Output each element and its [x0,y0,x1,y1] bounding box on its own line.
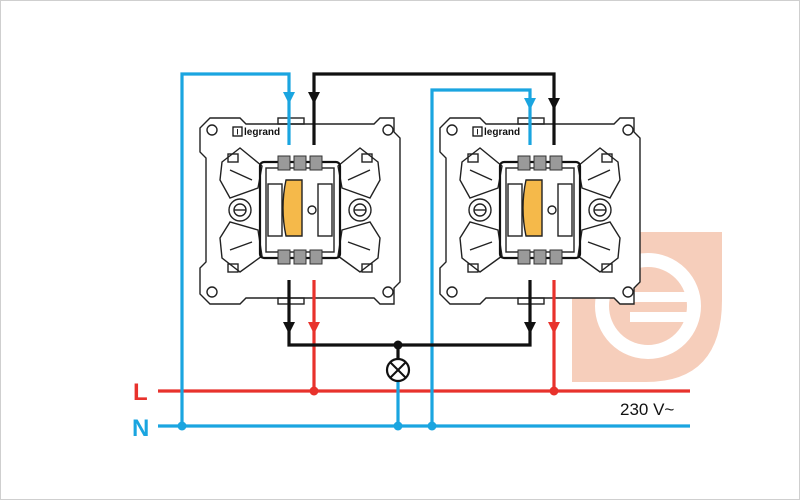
switch-left [198,116,402,306]
neutral-wires [158,72,690,431]
neutral-label: N [132,415,149,442]
switch-right [438,116,642,306]
brand-label-right: legrand [484,127,520,138]
brand-label-left: legrand [244,127,280,138]
brand-logo-right: l legrand [472,126,520,138]
phase-label: L [133,379,148,406]
lamp-icon [385,357,411,383]
brand-logo-left: l legrand [232,126,280,138]
traveller-wires [283,72,560,358]
svg-text:l: l [237,130,239,137]
phase-wires [158,280,690,396]
voltage-label: 230 V~ [620,400,674,419]
svg-text:l: l [477,130,479,137]
